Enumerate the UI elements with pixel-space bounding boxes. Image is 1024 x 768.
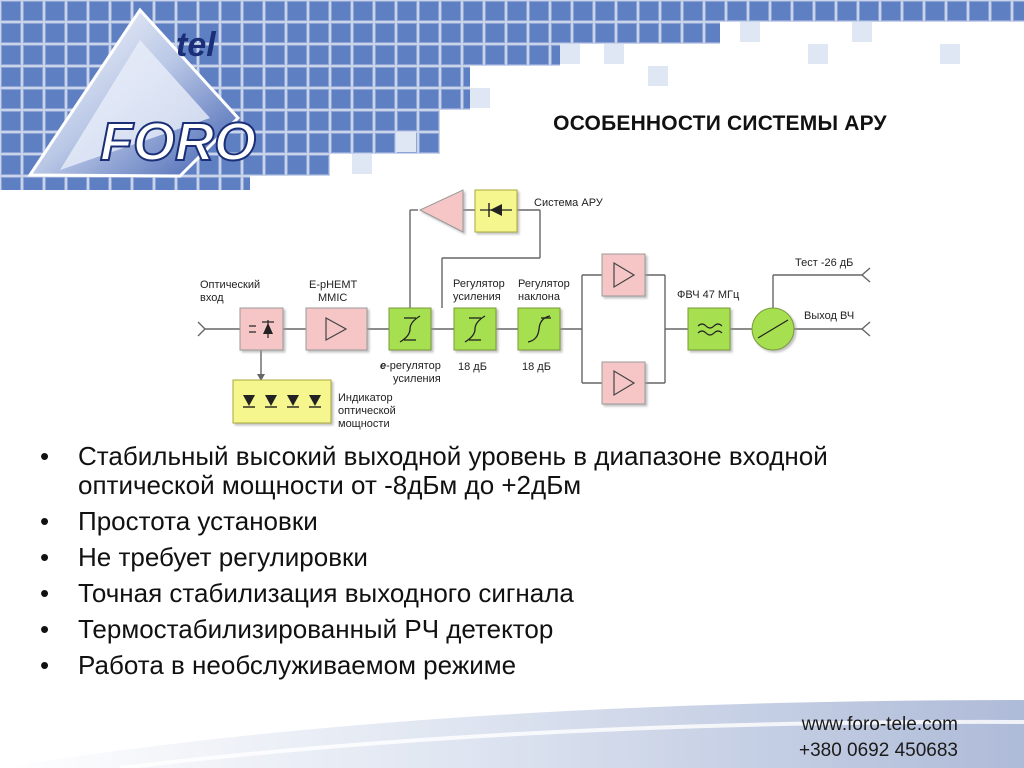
label-indicator-1: Индикатор bbox=[338, 392, 393, 404]
bullet-marker: • bbox=[40, 441, 50, 471]
agc-block-diagram: Оптический вход E-pHEMT MMIC Система АРУ… bbox=[197, 189, 871, 430]
label-gain-regulator-1: Регулятор bbox=[453, 278, 505, 290]
bullet-marker: • bbox=[40, 650, 50, 680]
output-amplifier-upper bbox=[601, 253, 646, 297]
mmic-amplifier-block bbox=[305, 307, 368, 351]
list-item-text: Работа в необслуживаемом режиме bbox=[78, 650, 517, 680]
footer-website[interactable]: www.foro-tele.com bbox=[801, 714, 958, 735]
label-mmic-1: E-pHEMT bbox=[309, 279, 358, 291]
label-slope-regulator-1: Регулятор bbox=[518, 278, 570, 290]
bullet-marker: • bbox=[40, 614, 50, 644]
list-item: • Работа в необслуживаемом режиме bbox=[38, 651, 938, 680]
label-indicator-2: оптической bbox=[338, 405, 396, 417]
label-hpf: ФВЧ 47 МГц bbox=[677, 289, 740, 301]
list-item: • Точная стабилизация выходного сигнала bbox=[38, 579, 938, 608]
footer-contacts: www.foro-tele.com +380 0692 450683 bbox=[799, 712, 958, 764]
output-amplifier-lower bbox=[601, 361, 646, 405]
label-agc-system: Система АРУ bbox=[534, 197, 604, 209]
list-item: • Термостабилизированный РЧ детектор bbox=[38, 615, 938, 644]
bullet-marker: • bbox=[40, 506, 50, 536]
feature-list: • Стабильный высокий выходной уровень в д… bbox=[38, 442, 938, 687]
label-mmic-2: MMIC bbox=[318, 292, 347, 304]
list-item-text: Не требует регулировки bbox=[78, 542, 368, 572]
label-18db-gain: 18 дБ bbox=[458, 361, 487, 373]
photodiode-block bbox=[239, 307, 284, 351]
label-rf-out: Выход ВЧ bbox=[804, 310, 854, 322]
bullet-marker: • bbox=[40, 578, 50, 608]
list-item: • Не требует регулировки bbox=[38, 543, 938, 572]
agc-feedback-amplifier bbox=[418, 189, 464, 233]
hpf-block bbox=[687, 307, 731, 351]
list-item: • Стабильный высокий выходной уровень в д… bbox=[38, 442, 938, 500]
label-e-regulator-1: -регулятор bbox=[386, 360, 441, 372]
svg-text:e-регулятор: e-регулятор bbox=[380, 360, 441, 372]
label-test-out: Тест -26 дБ bbox=[795, 257, 853, 269]
label-18db-slope: 18 дБ bbox=[522, 361, 551, 373]
list-item-text: Простота установки bbox=[78, 506, 318, 536]
label-e-prefix: e bbox=[380, 360, 386, 372]
label-indicator-3: мощности bbox=[338, 418, 390, 430]
slide-title: ОСОБЕННОСТИ СИСТЕМЫ АРУ bbox=[553, 112, 887, 135]
label-optical-input-1: Оптический bbox=[200, 279, 260, 291]
foro-tel-logo: tel FORO bbox=[27, 7, 257, 178]
list-item-text: Стабильный высокий выходной уровень в ди… bbox=[78, 441, 828, 500]
label-slope-regulator-2: наклона bbox=[518, 291, 561, 303]
label-gain-regulator-2: усиления bbox=[453, 291, 501, 303]
label-optical-input-2: вход bbox=[200, 292, 224, 304]
list-item: • Простота установки bbox=[38, 507, 938, 536]
footer-swoosh bbox=[0, 700, 1024, 768]
logo-foro-text: FORO bbox=[100, 112, 256, 172]
list-item-text: Точная стабилизация выходного сигнала bbox=[78, 578, 574, 608]
label-e-regulator-2: усиления bbox=[393, 373, 441, 385]
slope-regulator-block bbox=[517, 307, 561, 351]
bullet-marker: • bbox=[40, 542, 50, 572]
logo-tel-text: tel bbox=[176, 26, 217, 64]
footer-phone: +380 0692 450683 bbox=[798, 740, 958, 761]
list-item-text: Термостабилизированный РЧ детектор bbox=[78, 614, 554, 644]
